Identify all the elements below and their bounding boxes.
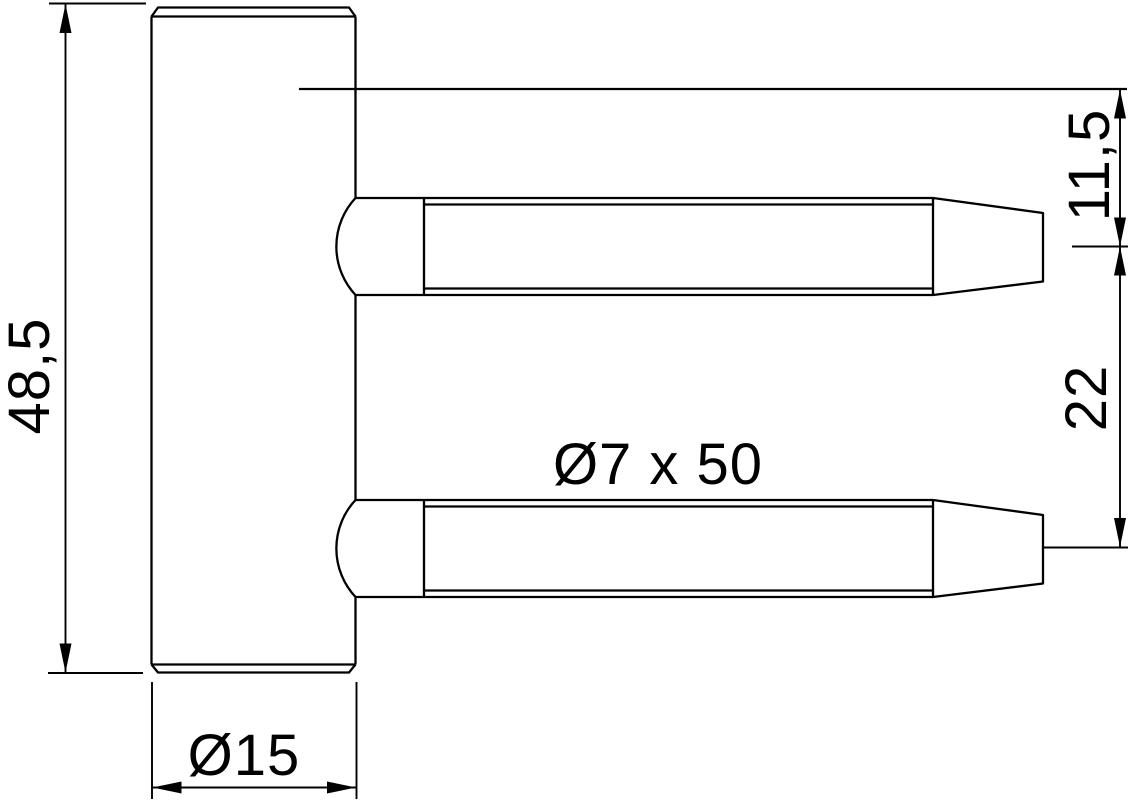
- lower-pin-outline: [335, 498, 1045, 599]
- diameter-dimension: [151, 682, 358, 799]
- overall-height-label: 48,5: [0, 317, 62, 435]
- pin-spec-label: Ø7 x 50: [552, 432, 764, 497]
- top-offset-label: 11,5: [1057, 108, 1122, 222]
- upper-pin-outline: [335, 196, 1045, 297]
- height-dimension: [48, 2, 146, 674]
- barrel-diameter-label: Ø15: [187, 723, 301, 788]
- offset-and-spacing-dimension: [1043, 89, 1128, 549]
- barrel-outline: [150, 6, 357, 674]
- pin-spacing-label: 22: [1054, 364, 1119, 432]
